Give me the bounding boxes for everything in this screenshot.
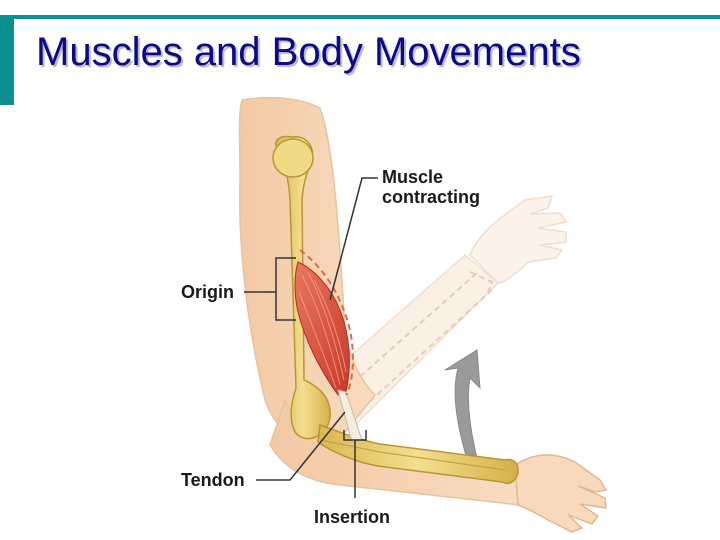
humerus-head: [272, 138, 314, 178]
label-muscle-line1: Muscle: [382, 167, 444, 187]
origin-bracket: [244, 257, 296, 321]
flexion-arrow: [444, 349, 481, 463]
label-insertion: Insertion: [314, 507, 391, 527]
insertion-bracket: [343, 430, 367, 498]
tendon-leader-line: [256, 411, 346, 481]
accent-bar-top: [0, 15, 720, 19]
muscle-fibers: [298, 271, 347, 389]
label-muscle-contracting: Muscle contracting: [382, 167, 512, 207]
hand: [514, 454, 608, 533]
muscle-outline-dashed: [299, 249, 354, 396]
muscle-leader-line: [329, 177, 378, 301]
label-origin: Origin: [181, 282, 234, 302]
label-muscle-line2: contracting: [382, 187, 481, 207]
humerus-bone: [275, 135, 331, 440]
radius-ulna-bones: [317, 423, 519, 484]
slide-title: Muscles and Body Movements: [36, 30, 581, 74]
accent-bar-left: [0, 15, 14, 105]
label-tendon: Tendon: [181, 470, 245, 490]
